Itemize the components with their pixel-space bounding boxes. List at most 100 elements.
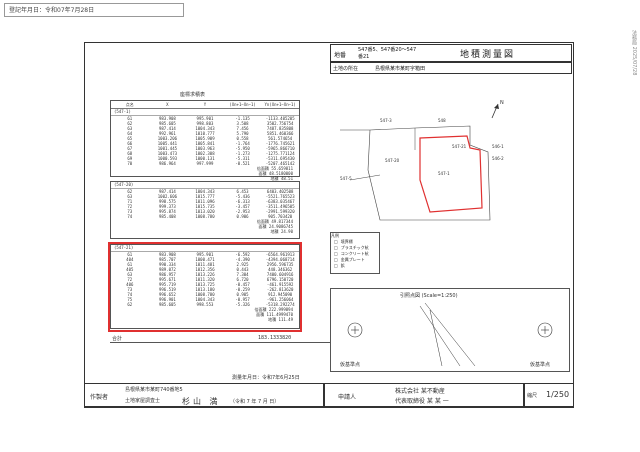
table-cell: -0.457 xyxy=(235,282,250,287)
table-cell: 905.703420 xyxy=(268,214,293,219)
table-cell: 1003.206 xyxy=(157,136,178,141)
neighbor-label: 547-5 xyxy=(340,176,352,181)
table-cell: 995.671 xyxy=(158,277,176,282)
highlight-box xyxy=(108,242,302,332)
table-cell: 73 xyxy=(127,287,133,292)
table-footer: 地積 24.90 xyxy=(270,229,293,234)
table-cell: -262.813620 xyxy=(266,287,294,292)
table-cell: 61 xyxy=(127,262,133,267)
legend-symbol-icon: □ xyxy=(334,245,338,250)
table-footer: 面積 111.4999470 xyxy=(256,312,293,317)
table-cell: 62 xyxy=(127,189,133,194)
table-footer: 地積 111.49 xyxy=(268,317,293,322)
table-cell: -5.950 xyxy=(235,146,250,151)
table-cell: 1004.343 xyxy=(195,189,215,194)
reference-diagram xyxy=(330,288,570,372)
table-cell: 985.408 xyxy=(158,214,176,219)
table-cell: 0.905 xyxy=(236,292,249,297)
table-cell: 1013.180 xyxy=(195,287,215,292)
table-cell: 995.901 xyxy=(196,252,214,257)
neighbor-label: 548 xyxy=(438,118,446,123)
table-cell: 986.964 xyxy=(158,161,176,166)
table-footer: 倍面積 55.659811 xyxy=(256,166,293,171)
table-cell: 448.346362 xyxy=(268,267,293,272)
table-cell: 1011.096 xyxy=(195,199,215,204)
reference-sketch xyxy=(347,302,553,367)
applicant-block xyxy=(324,383,524,407)
table-cell: 996.901 xyxy=(158,297,176,302)
table-cell: 72 xyxy=(127,277,133,282)
table-cell: 3.508 xyxy=(236,121,249,126)
author-label: 作製者 xyxy=(90,394,109,401)
table-cell: 6403.402508 xyxy=(266,189,294,194)
table-cell: 71 xyxy=(127,199,133,204)
table-cell: 999.373 xyxy=(158,204,176,209)
table-cell: -6564.961913 xyxy=(265,252,295,257)
table-cell: 74 xyxy=(127,214,133,219)
legend-symbol-icon: □ xyxy=(334,251,338,256)
applicant-label: 申請人 xyxy=(338,394,357,401)
legend-item: □境界標 xyxy=(331,239,379,245)
table-cell: -2.953 xyxy=(235,209,250,214)
table-cell: 405 xyxy=(126,267,134,272)
table-cell: -6383.035467 xyxy=(265,199,295,204)
table-cell: -1275.771124 xyxy=(265,151,295,156)
side-note: 法務局 2025/07/28 xyxy=(631,30,637,76)
table-cell: 1015.777 xyxy=(195,194,215,199)
table-cell: 912.945090 xyxy=(268,292,293,297)
author-date: （令和 7 年 7 月 日） xyxy=(230,399,280,405)
table-cell: 1015.735 xyxy=(195,204,215,209)
table-cell: -1.764 xyxy=(235,141,250,146)
table-cell: 0.906 xyxy=(236,214,249,219)
table-cell: 0.443 xyxy=(236,267,249,272)
legend-item: □プラスチック杭 xyxy=(331,245,379,251)
legend-symbol-icon: □ xyxy=(334,263,338,268)
table-cell: 7.304 xyxy=(236,272,249,277)
table-cell: 1000.593 xyxy=(157,156,178,161)
table-cell: 985.707 xyxy=(158,257,176,262)
legend-title: 凡例 xyxy=(331,233,339,238)
table-cell: -5521.765523 xyxy=(265,194,295,199)
reference-right-label: 仮基準点 xyxy=(530,362,551,368)
table-cell: 1001.445 xyxy=(157,146,178,151)
legend-item: □金属プレート xyxy=(331,257,379,263)
table-cell: 1000.471 xyxy=(195,257,215,262)
applicant-rep: 代表取締役 某 某 一 xyxy=(395,398,449,405)
table-cell: 5.790 xyxy=(236,131,249,136)
author-address: 島根県某市某町740番地5 xyxy=(125,387,183,393)
table-cell: 6796.150720 xyxy=(266,277,294,282)
table-cell: -5.436 xyxy=(235,194,250,199)
total-rule xyxy=(110,342,330,343)
table-cell: -961.256064 xyxy=(266,297,294,302)
table-cell: 1013.725 xyxy=(195,282,215,287)
north-arrow-icon: N xyxy=(491,100,504,119)
total-value: 183.1333820 xyxy=(258,335,292,341)
group-title: (547-21) xyxy=(111,245,299,252)
table-cell: 989.072 xyxy=(158,267,176,272)
legend-symbol-icon: □ xyxy=(334,257,338,262)
table-cell: 69 xyxy=(127,156,133,161)
table-cell: 1005.441 xyxy=(157,141,178,146)
table-cell: 1003.963 xyxy=(195,146,215,151)
parcel-label: 547-21 xyxy=(452,144,467,149)
table-cell: 1011.481 xyxy=(195,262,215,267)
registration-stamp: 登記年月日：令和07年7月28日 xyxy=(4,3,184,17)
neighbor-label: 546-1 xyxy=(492,144,504,149)
